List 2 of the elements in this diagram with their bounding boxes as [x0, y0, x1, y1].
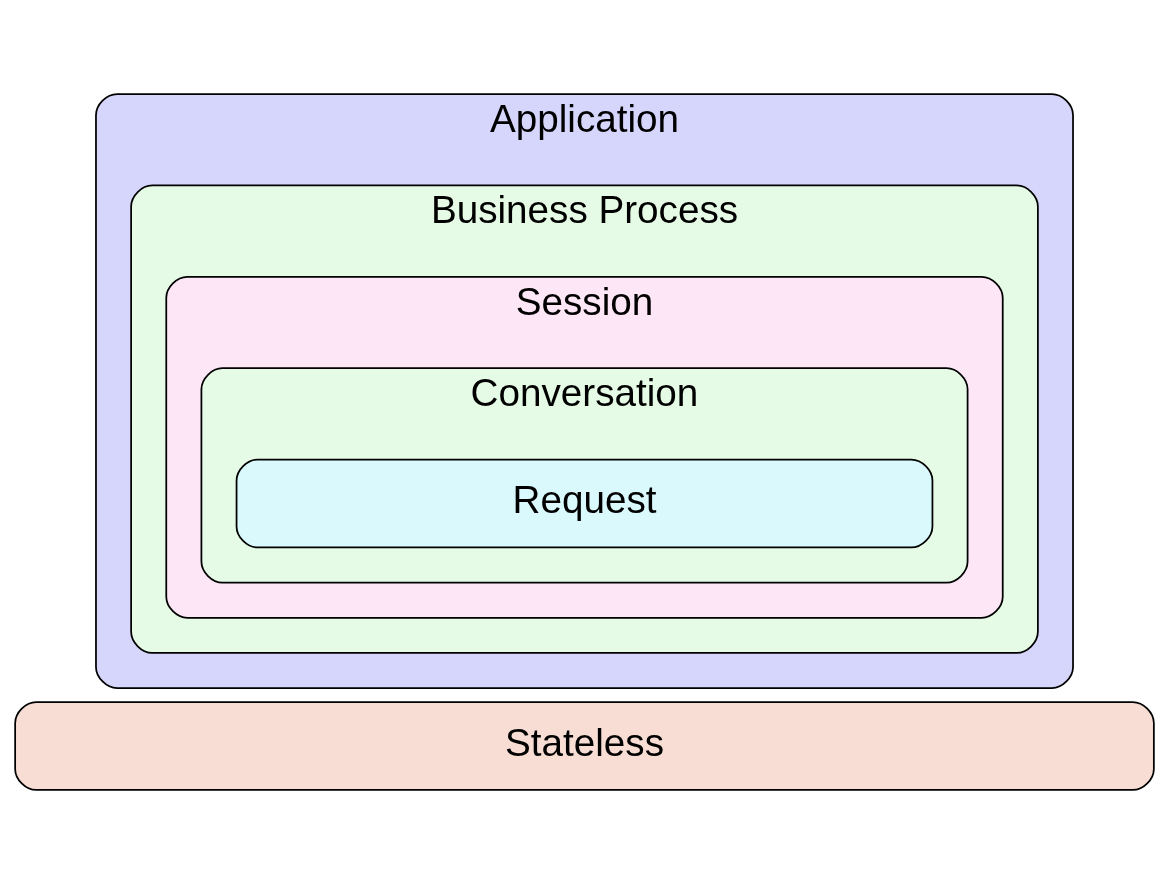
- node-box: Request: [235, 458, 934, 548]
- node-box: Stateless: [14, 700, 1155, 791]
